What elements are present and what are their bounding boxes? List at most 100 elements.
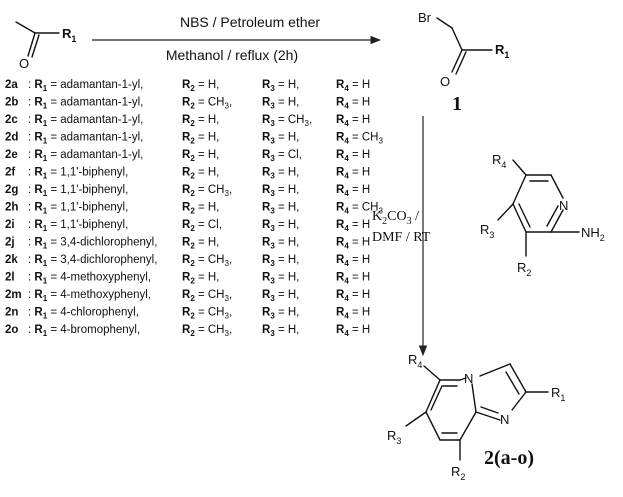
r2-value: CH [208,307,225,319]
r-sub: 4 [417,360,422,370]
r2-value: H, [208,149,220,161]
colon: : [28,149,34,161]
equals: = [275,307,288,319]
r-sub: 1 [71,34,76,44]
r2-value-sub: 3 [225,312,230,321]
r3-value: H, [288,202,300,214]
r3-value: H, [288,79,300,91]
colon: : [28,97,34,109]
r1-entry: : R1 = adamantan-1-yl, [28,132,143,146]
r-sub: 2 [190,277,195,286]
r4-value: H [362,324,370,336]
equals: = [275,289,288,301]
r-sub: 2 [460,472,465,482]
r-letter: R [336,97,345,109]
r4-entry: R4 = H [336,289,370,303]
equals: = [275,324,288,336]
r1-entry: : R1 = 1,1'-biphenyl, [28,219,128,233]
nh-sub: 2 [600,233,605,243]
r4-value: H [362,149,370,161]
equals: = [195,97,208,109]
r4-entry: R4 = H [336,219,370,233]
equals: = [275,272,288,284]
r-sub: 1 [43,102,48,111]
r4-value: H [362,272,370,284]
r2-entry: R2 = CH3, [182,289,232,303]
r-letter: R [492,152,501,167]
r3-entry: R3 = H, [262,79,299,93]
r4-entry: R4 = H [336,97,370,111]
r2-entry: R2 = CH3, [182,97,232,111]
oxygen-label-1: O [440,74,450,89]
equals: = [47,97,60,109]
r-sub: 3 [270,277,275,286]
r-letter: R [262,167,271,179]
r2-value: H, [208,237,220,249]
r3-value: H, [288,289,300,301]
r-sub: 2 [190,259,195,268]
equals: = [195,324,208,336]
r-letter: R [336,237,345,249]
equals: = [195,79,208,91]
r2-value-tail: , [229,324,232,336]
r2-label: R2 [517,260,531,278]
r-letter: R [182,254,191,266]
r1-value: 4-methoxyphenyl, [60,289,151,301]
equals: = [349,307,362,319]
r-sub: 2 [190,312,195,321]
table-row: 2n: R1 = 4-chlorophenyl,R2 = CH3,R3 = H,… [5,307,370,321]
r-sub: 2 [190,102,195,111]
compound-id: 2e [5,149,18,161]
r-letter: R [182,79,191,91]
p-r4-label: R4 [408,352,422,370]
r-letter: R [262,114,271,126]
equals: = [275,149,288,161]
r1-value: adamantan-1-yl, [60,79,143,91]
r-sub: 4 [344,172,349,181]
r2-value: CH [208,254,225,266]
r4-entry: R4 = H [336,237,370,251]
r-letter: R [34,167,43,179]
r-letter: R [182,202,191,214]
r3-value: H, [288,167,300,179]
r2-value: H, [208,114,220,126]
r3-entry: R3 = H, [262,307,299,321]
r-sub: 2 [526,268,531,278]
pyridine-n-label: N [559,198,568,213]
equals: = [275,184,288,196]
r-sub: 4 [344,154,349,163]
r-sub: 4 [344,137,349,146]
r3-entry: R3 = Cl, [262,149,302,163]
colon: : [28,79,34,91]
compound-id: 2m [5,289,22,301]
equals: = [47,237,60,249]
r-letter: R [495,42,505,57]
r-sub: 2 [190,154,195,163]
compound-1-label: 1 [452,93,462,115]
colon: : [28,184,34,196]
r3-value-sub: 3 [305,119,310,128]
r-sub: 4 [344,84,349,93]
equals: = [47,79,60,91]
r3-value: H, [288,254,300,266]
r-letter: R [336,114,345,126]
r-sub: 3 [270,154,275,163]
colon: : [28,167,34,179]
r-letter: R [408,352,417,367]
r2-value-sub: 3 [225,102,230,111]
r2-value-tail: , [229,97,232,109]
r-letter: R [451,464,460,479]
co-text: CO [387,209,406,224]
r1-entry: : R1 = 4-bromophenyl, [28,324,140,338]
r-sub: 3 [270,119,275,128]
r-letter: R [34,132,43,144]
equals: = [349,219,362,231]
ring-bond-br [550,209,564,233]
equals: = [195,167,208,179]
nh2-label: NH2 [581,225,605,243]
r1-value: 4-bromophenyl, [60,324,140,336]
k-sub: 2 [382,216,387,227]
compound-id: 2f [5,167,15,179]
r2-value: H, [208,132,220,144]
ring-bond-tl [512,174,527,205]
